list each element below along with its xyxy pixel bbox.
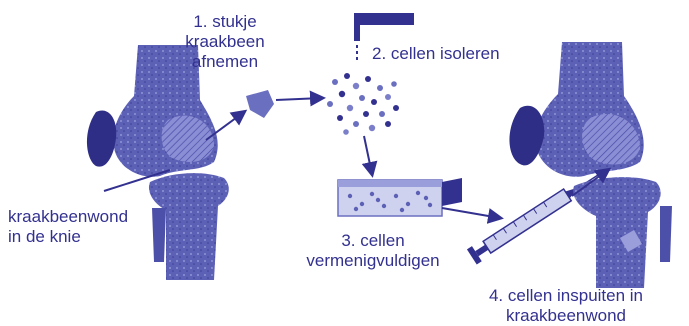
right-tibia bbox=[573, 177, 660, 288]
arrow-cells-to-tube bbox=[364, 136, 372, 174]
label-step3-line1: 3. cellen bbox=[298, 231, 448, 251]
label-step1: 1. stukje kraakbeen afnemen bbox=[180, 12, 270, 72]
isolated-cells bbox=[327, 73, 399, 135]
left-fibula bbox=[152, 208, 166, 262]
label-step4: 4. cellen inspuiten in kraakbeenwond bbox=[466, 286, 666, 326]
arrow-piece-to-cells bbox=[276, 98, 322, 100]
label-step2-line1: 2. cellen isoleren bbox=[372, 44, 500, 64]
label-wound-line1: kraakbeenwond bbox=[8, 207, 128, 227]
label-step1-line1: 1. stukje bbox=[180, 12, 270, 32]
left-patella bbox=[87, 110, 116, 166]
label-step1-line3: afnemen bbox=[180, 52, 270, 72]
arrow-tube-to-syringe bbox=[442, 208, 500, 218]
label-step2: 2. cellen isoleren bbox=[372, 44, 500, 64]
label-step4-line2: kraakbeenwond bbox=[466, 306, 666, 326]
right-patella bbox=[509, 106, 544, 166]
right-fibula bbox=[660, 206, 672, 262]
label-wound-line2: in de knie bbox=[8, 227, 128, 247]
label-step3-line2: vermenigvuldigen bbox=[298, 251, 448, 271]
label-step3: 3. cellen vermenigvuldigen bbox=[298, 231, 448, 271]
cartilage-piece bbox=[246, 90, 274, 118]
label-step1-line2: kraakbeen bbox=[180, 32, 270, 52]
label-step4-line1: 4. cellen inspuiten in bbox=[466, 286, 666, 306]
culture-tube bbox=[338, 178, 462, 216]
label-wound: kraakbeenwond in de knie bbox=[8, 207, 128, 247]
right-knee-illustration bbox=[509, 42, 672, 288]
